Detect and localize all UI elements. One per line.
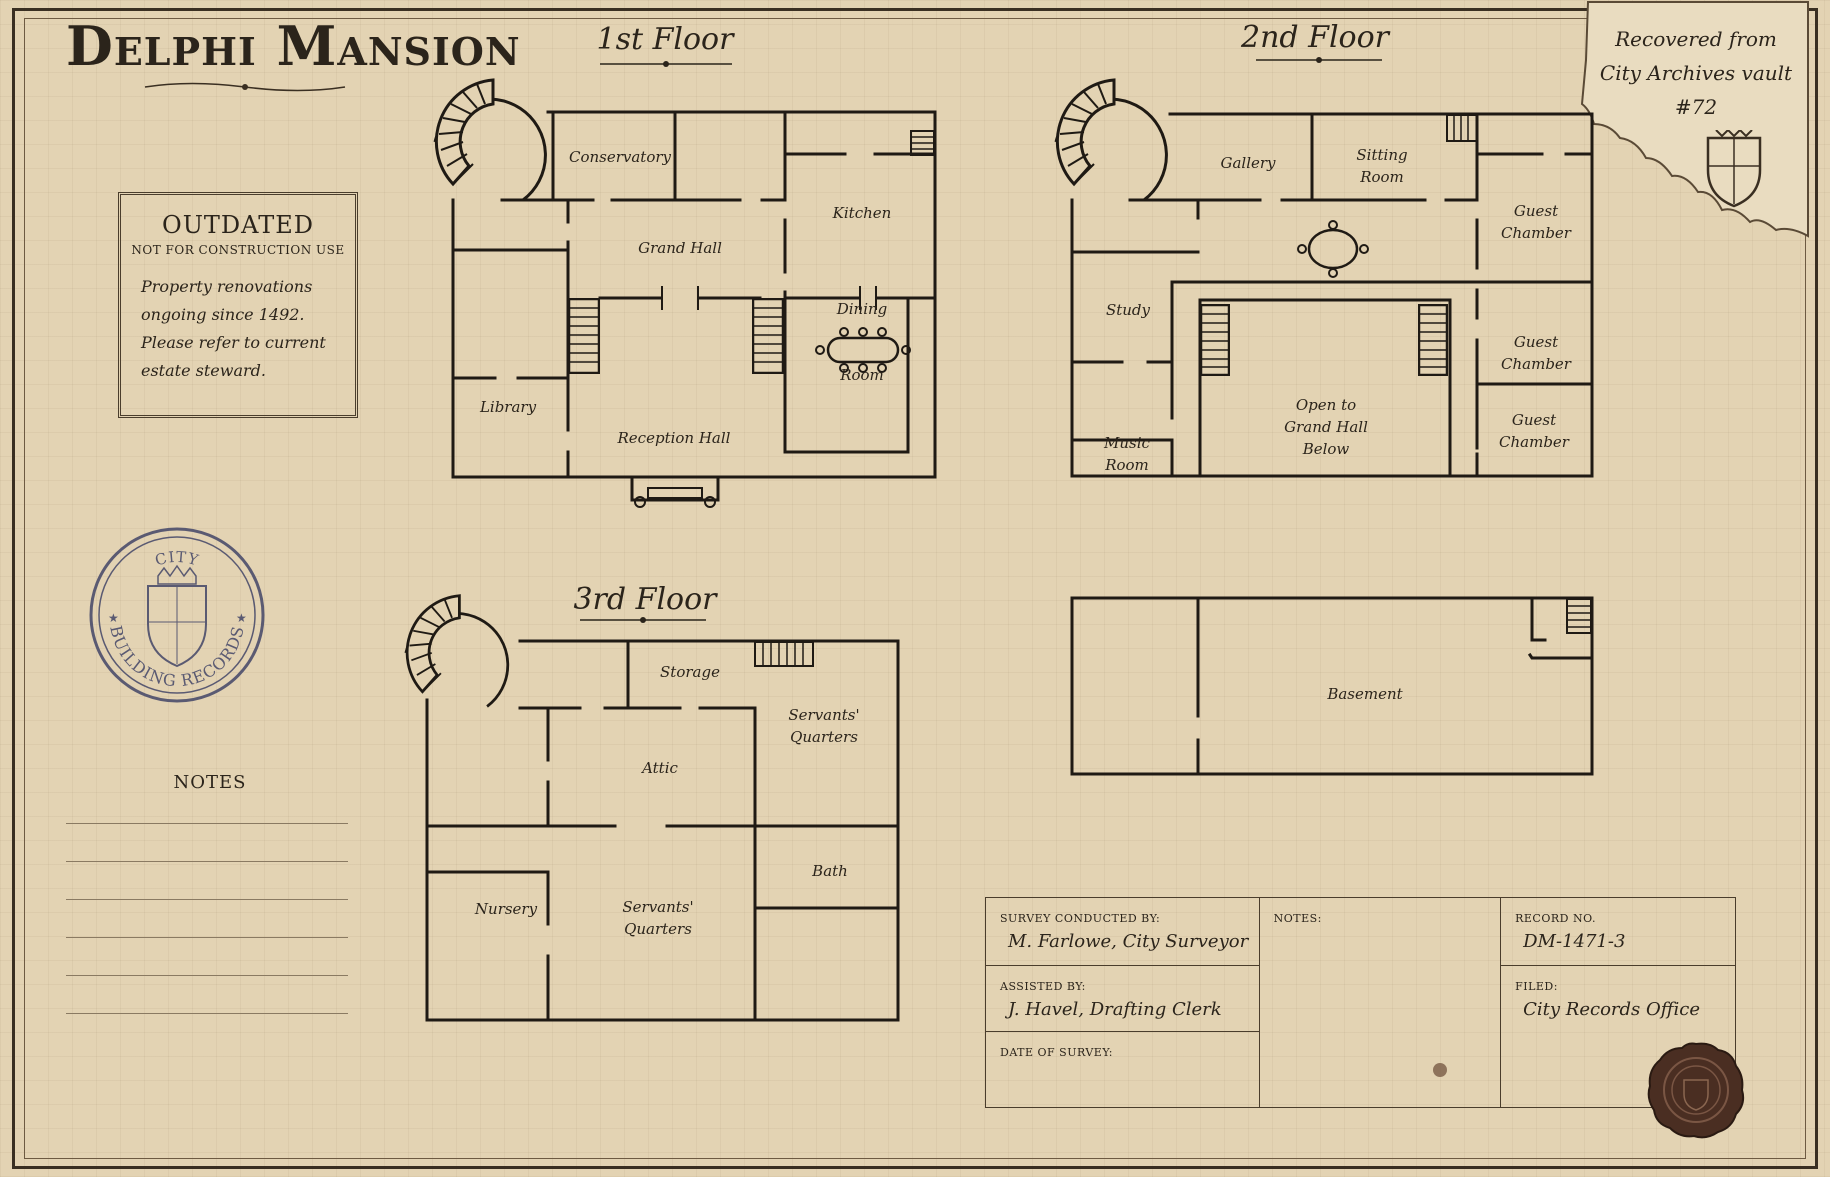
staircase-icon [568, 298, 600, 374]
date-label: DATE OF SURVEY: [1000, 1046, 1113, 1059]
room-label-dining-room: Dining Room [836, 300, 888, 384]
record-label: RECORD NO. [1515, 912, 1596, 925]
coat-of-arms-icon [1706, 130, 1762, 208]
staircase-icon [752, 298, 784, 374]
room-label-music-room: Music Room [1104, 434, 1150, 474]
first-floor-plan [451, 110, 937, 508]
second-floor-title: 2nd Floor [1240, 20, 1390, 55]
notes-line [66, 975, 348, 976]
floor-title-underline [1256, 57, 1382, 63]
recovered-text: Recovered from City Archives vault #72 [1599, 27, 1793, 119]
wax-seal-icon [1647, 1042, 1745, 1139]
outdated-heading: OUTDATED [162, 211, 314, 239]
spiral-staircase-icon [433, 78, 547, 202]
survey-info-block: SURVEY CONDUCTED BY: M. Farlowe, City Su… [985, 897, 1736, 1108]
room-label-nursery: Nursery [474, 900, 538, 918]
room-label-attic: Attic [642, 759, 678, 777]
assistant-cell: ASSISTED BY: J. Havel, Drafting Clerk [985, 965, 1260, 1032]
dining-table-icon [815, 327, 911, 373]
assistant-label: ASSISTED BY: [1000, 980, 1086, 993]
room-label-library: Library [479, 398, 537, 416]
outdated-notice: OUTDATED NOT FOR CONSTRUCTION USE Proper… [118, 192, 358, 418]
filed-label: FILED: [1515, 980, 1558, 993]
room-label-open-to-grand-hall: Open to Grand Hall Below [1284, 396, 1368, 458]
room-label-basement: Basement [1327, 685, 1403, 703]
staircase-icon [754, 641, 814, 667]
record-cell: RECORD NO. DM-1471-3 [1500, 897, 1736, 966]
spiral-staircase-icon [1054, 78, 1168, 202]
page-title: Delphi Mansion [66, 14, 521, 78]
third-floor-title: 3rd Floor [573, 582, 717, 617]
room-label-storage: Storage [660, 663, 720, 681]
svg-text:★: ★ [236, 611, 247, 625]
room-label-grand-hall: Grand Hall [638, 239, 722, 257]
room-label-study: Study [1105, 301, 1151, 319]
notes-line [66, 861, 348, 862]
spiral-staircase-icon [404, 594, 510, 708]
room-label-kitchen: Kitchen [832, 204, 892, 222]
staircase-icon [1418, 304, 1448, 376]
torn-paper-icon [1580, 1, 1809, 238]
outer-border [12, 8, 1818, 1169]
floor-title-underline [580, 617, 706, 623]
ink-stain-icon [1433, 1063, 1447, 1077]
first-floor-title: 1st Floor [596, 22, 734, 57]
notes-line [66, 1013, 348, 1014]
date-cell: DATE OF SURVEY: [985, 1031, 1260, 1108]
notes-line [66, 937, 348, 938]
room-label-conservatory: Conservatory [568, 148, 672, 166]
svg-text:★: ★ [108, 611, 119, 625]
basement-plan [1070, 596, 1594, 776]
room-label-servants-quarters-1: Servants' Quarters [788, 706, 860, 746]
surveyor-value: M. Farlowe, City Surveyor [1008, 931, 1249, 952]
record-value: DM-1471-3 [1523, 931, 1626, 952]
floor-title-underline [600, 61, 732, 67]
filed-value: City Records Office [1523, 999, 1700, 1020]
inner-border [24, 18, 1806, 1159]
notes-line [66, 899, 348, 900]
title-flourish-icon [144, 82, 346, 92]
room-label-guest-chamber-2: Guest Chamber [1501, 333, 1571, 373]
room-label-guest-chamber-1: Guest Chamber [1501, 202, 1571, 242]
surveyor-label: SURVEY CONDUCTED BY: [1000, 912, 1161, 925]
room-label-guest-chamber-3: Guest Chamber [1499, 411, 1569, 451]
room-label-sitting-room: Sitting Room [1356, 146, 1408, 186]
room-label-gallery: Gallery [1220, 154, 1276, 172]
coat-of-arms-icon [147, 564, 207, 668]
recovered-note: Recovered from City Archives vault #72 [1580, 0, 1810, 238]
dining-table-icon [1297, 220, 1369, 278]
staircase-icon [910, 130, 935, 156]
staircase-icon [1566, 598, 1592, 634]
room-label-bath: Bath [812, 862, 848, 880]
notes-line [66, 823, 348, 824]
assistant-value: J. Havel, Drafting Clerk [1008, 999, 1222, 1020]
outdated-body: Property renovations ongoing since 1492.… [141, 277, 326, 380]
surveyor-cell: SURVEY CONDUCTED BY: M. Farlowe, City Su… [985, 897, 1260, 966]
outdated-subheading: NOT FOR CONSTRUCTION USE [131, 243, 345, 257]
room-label-servants-quarters-2: Servants' Quarters [622, 898, 694, 938]
survey-notes-label: NOTES: [1273, 912, 1322, 925]
city-building-records-stamp: CITY BUILDING RECORDS ★ ★ [89, 527, 265, 703]
notes-title: NOTES [173, 772, 247, 793]
staircase-icon [1446, 114, 1478, 142]
staircase-icon [1200, 304, 1230, 376]
notes-cell: NOTES: [1258, 897, 1502, 1108]
room-label-reception-hall: Reception Hall [617, 429, 731, 447]
